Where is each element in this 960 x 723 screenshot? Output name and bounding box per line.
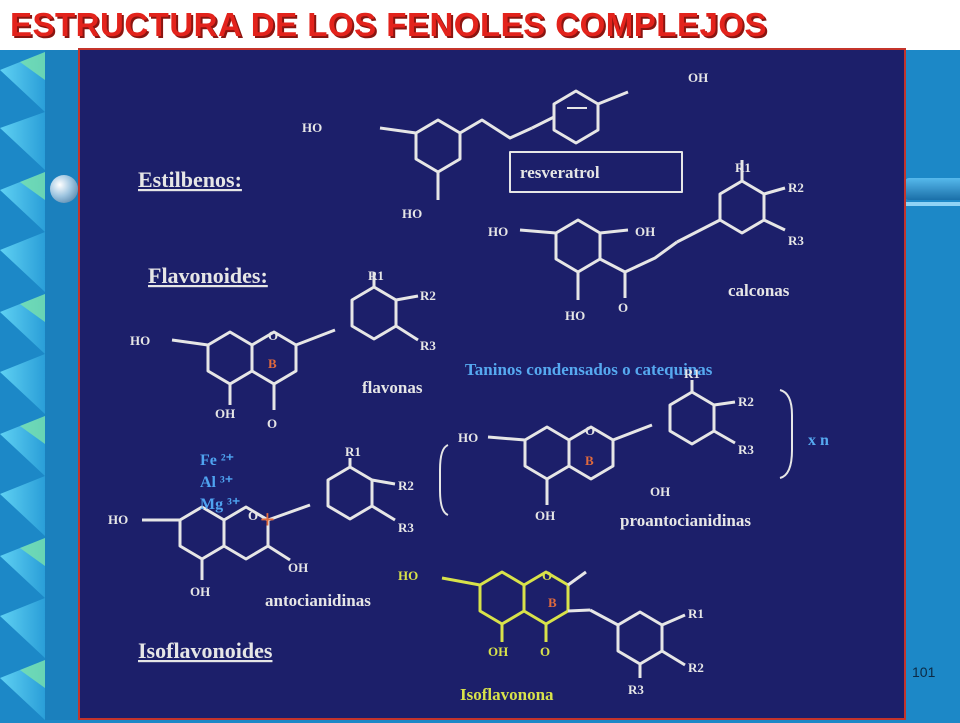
label-oh: OH [650, 484, 670, 499]
label-isoflavonona: Isoflavonona [460, 685, 554, 704]
label-taninos: Taninos condensados o catequinas [465, 360, 713, 379]
label-r3: R3 [420, 338, 436, 353]
resveratrol-box [509, 151, 683, 193]
slide-title: ESTRUCTURA DE LOS FENOLES COMPLEJOS [10, 6, 768, 43]
label-o: O [542, 568, 552, 583]
label-ho: HO [402, 206, 422, 221]
label-b: B [268, 356, 277, 371]
label-o: O [267, 416, 277, 431]
label-o: O [585, 423, 595, 438]
label-b: B [585, 453, 594, 468]
label-calconas: calconas [728, 281, 790, 300]
label-oh: OH [288, 560, 308, 575]
label-r2: R2 [738, 394, 754, 409]
label-r1: R1 [688, 606, 704, 621]
label-r3: R3 [738, 442, 754, 457]
section-estilbenos: Estilbenos: [138, 167, 242, 192]
label-o: O [540, 644, 550, 659]
decorative-sphere [50, 175, 78, 203]
label-oh: OH [635, 224, 655, 239]
label-o: O [618, 300, 628, 315]
label-oh: OH [535, 508, 555, 523]
section-isoflavonoides: Isoflavonoides [138, 638, 273, 663]
structures-panel: Estilbenos: Flavonoides: Isoflavonoides … [78, 48, 906, 720]
proantocianidina-structure [439, 380, 793, 516]
label-oh: OH [488, 644, 508, 659]
label-antocianidinas: antocianidinas [265, 591, 371, 610]
label-ho: HO [398, 568, 418, 583]
antocianidina-structure [142, 458, 396, 580]
label-r3: R3 [398, 520, 414, 535]
label-ion-al: Al ³⁺ [200, 474, 233, 491]
label-r3: R3 [788, 233, 804, 248]
label-xn: x n [808, 432, 829, 449]
label-r2: R2 [788, 180, 804, 195]
decorative-line [905, 202, 960, 206]
label-oh: OH [688, 70, 708, 85]
label-r2: R2 [688, 660, 704, 675]
label-ho: HO [458, 430, 478, 445]
label-ho: HO [488, 224, 508, 239]
label-flavonas: flavonas [362, 378, 423, 397]
label-oh: OH [190, 584, 210, 599]
label-oh: OH [215, 406, 235, 421]
label-o: O [268, 328, 278, 343]
label-r3: R3 [628, 682, 644, 697]
label-ho: HO [302, 120, 322, 135]
label-proantocianidinas: proantocianidinas [620, 511, 751, 530]
label-ion-fe: Fe ²⁺ [200, 452, 234, 469]
label-b: B [548, 595, 557, 610]
label-r1: R1 [345, 444, 361, 459]
isoflavonona-ring-b [567, 570, 686, 678]
label-r1: R1 [368, 268, 384, 283]
label-ion-mg: Mg ³⁺ [200, 496, 240, 513]
resveratrol-structure [379, 89, 629, 200]
structures-diagram: Estilbenos: Flavonoides: Isoflavonoides … [108, 70, 829, 704]
title-bar: ESTRUCTURA DE LOS FENOLES COMPLEJOS [0, 0, 960, 50]
label-ho: HO [565, 308, 585, 323]
label-r1: R1 [684, 366, 700, 381]
label-o: O [248, 508, 258, 523]
label-resveratrol: resveratrol [520, 163, 600, 182]
label-r1: R1 [735, 160, 751, 175]
label-ho: HO [130, 333, 150, 348]
decorative-triangle-strip [0, 50, 78, 720]
label-plus-charge: + [260, 505, 275, 534]
page-number: 101 [912, 664, 936, 680]
label-ho: HO [108, 512, 128, 527]
label-r2: R2 [420, 288, 436, 303]
calcona-structure [519, 160, 786, 300]
decorative-bar [905, 178, 960, 200]
section-flavonoides: Flavonoides: [148, 263, 268, 288]
label-r2: R2 [398, 478, 414, 493]
flavona-structure [171, 272, 419, 410]
